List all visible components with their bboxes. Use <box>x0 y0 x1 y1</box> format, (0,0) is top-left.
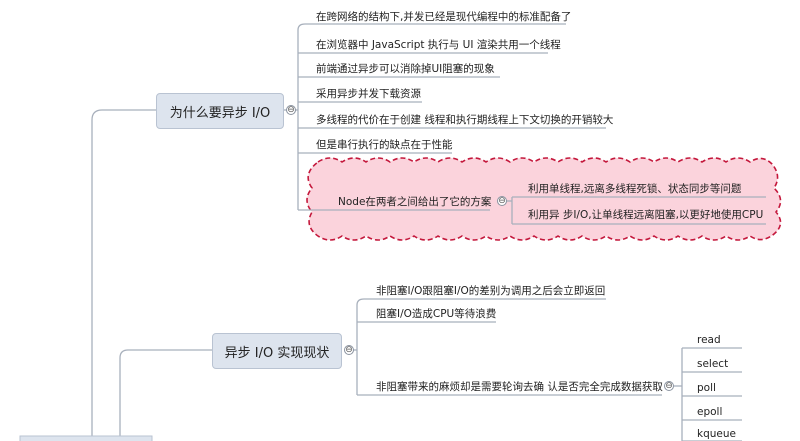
solution-child-2: 利用异 步I/O,让单线程远离阻塞,以更好地使用CPU <box>528 209 764 221</box>
method-read: read <box>697 334 721 346</box>
connector-root-branch2 <box>119 349 212 441</box>
highlight-cloud <box>306 157 782 241</box>
collapse-toggle-icon[interactable]: ⊖ <box>664 381 674 391</box>
underline-b1-item1 <box>297 23 566 31</box>
partial-root-node <box>19 435 153 441</box>
node-solution-label: Node在两者之间给出了它的方案 <box>338 196 492 208</box>
b1-item-5: 多线程的代价在于创建 线程和执行期线程上下文切换的开销较大 <box>316 114 614 126</box>
collapse-toggle-icon[interactable]: ⊖ <box>344 345 354 355</box>
method-select: select <box>697 358 729 370</box>
b2-item-1: 非阻塞I/O跟阻塞I/O的差别为调用之后会立即返回 <box>376 285 606 297</box>
connector-root-branch1 <box>91 109 156 441</box>
b2-item-2: 阻塞I/O造成CPU等待浪费 <box>376 308 497 320</box>
branch-node-async-status[interactable]: 异步 I/O 实现现状 <box>212 333 342 369</box>
collapse-toggle-icon[interactable]: ⊖ <box>497 196 507 206</box>
b1-item-6: 但是串行执行的缺点在于性能 <box>316 139 453 151</box>
method-epoll: epoll <box>697 406 723 418</box>
method-kqueue: kqueue <box>697 428 736 440</box>
method-poll: poll <box>697 382 716 394</box>
b1-item-1: 在跨网络的结构下,并发已经是现代编程中的标准配备了 <box>316 11 572 23</box>
underline-b2-item1 <box>356 298 606 306</box>
branch-node-why-async[interactable]: 为什么要异步 I/O <box>156 93 284 129</box>
solution-child-1: 利用单线程,远离多线程死锁、状态同步等问题 <box>528 183 742 195</box>
b1-item-2: 在浏览器中 JavaScript 执行与 UI 渲染共用一个线程 <box>316 39 561 51</box>
b1-item-4: 采用异步并发下载资源 <box>316 88 421 100</box>
collapse-toggle-icon[interactable]: ⊖ <box>286 105 296 115</box>
b1-item-3: 前端通过异步可以消除掉UI阻塞的现象 <box>316 63 495 75</box>
b2-item-3: 非阻塞带来的麻烦却是需要轮询去确 认是否完全完成数据获取 <box>376 381 663 393</box>
